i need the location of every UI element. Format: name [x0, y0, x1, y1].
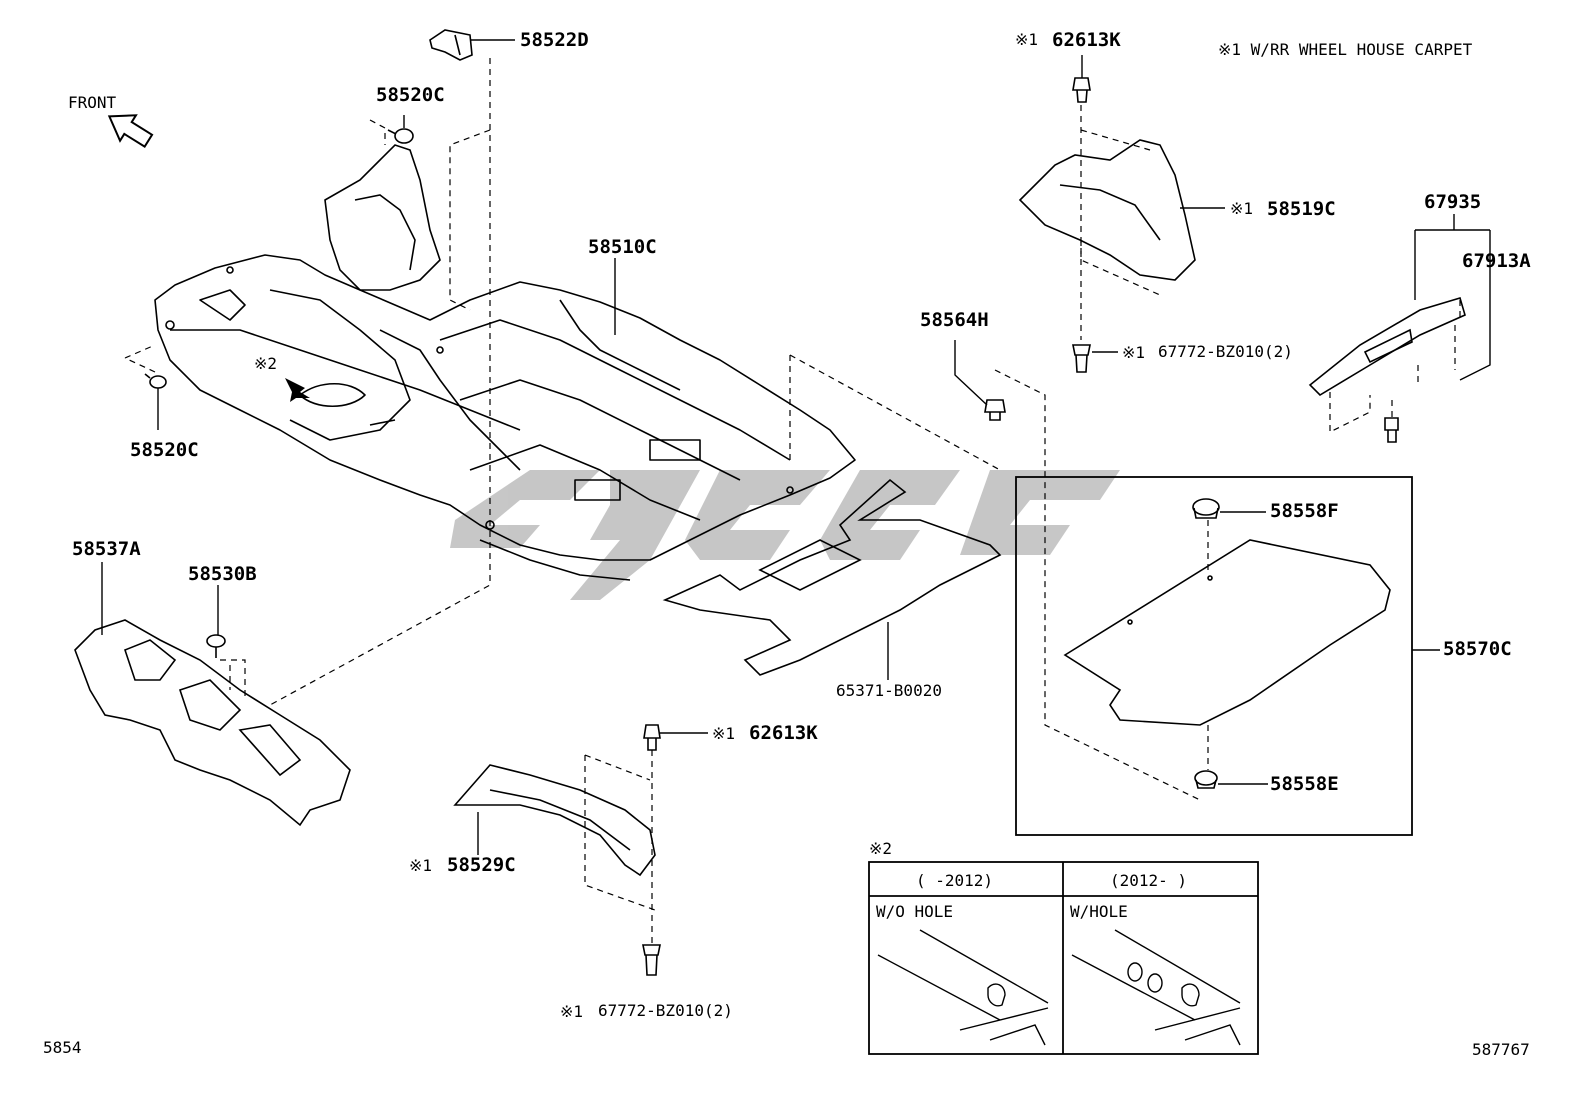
label-58564h: 58564H — [920, 309, 989, 331]
watermark-logo — [450, 470, 1120, 600]
marker-1-62613k-top: ※1 — [1015, 30, 1039, 49]
note-wheel-house: ※1 W/RR WHEEL HOUSE CARPET — [1218, 40, 1473, 59]
label-58537a: 58537A — [72, 538, 141, 560]
label-58519c: 58519C — [1267, 198, 1336, 220]
label-67772-bottom: 67772-BZ010(2) — [598, 1001, 733, 1020]
label-58522d: 58522D — [520, 29, 589, 51]
clip-67935 — [1384, 417, 1399, 443]
marker-1-67772-top: ※1 — [1122, 343, 1146, 362]
marker-1-62613k-mid: ※1 — [712, 724, 736, 743]
front-label: FRONT — [68, 93, 117, 112]
tunnel-insulator-58537a — [74, 619, 351, 827]
wheel-house-carpet-58519c — [1018, 139, 1196, 281]
luggage-mat-box — [1015, 476, 1413, 836]
clip-58530b — [206, 634, 226, 658]
label-58558e: 58558E — [1270, 773, 1339, 795]
clip-62613k-mid — [643, 724, 661, 751]
label-67935: 67935 — [1424, 191, 1482, 213]
label-58520c-left: 58520C — [130, 439, 199, 461]
clip-58520c-top — [387, 128, 414, 144]
clip-58564h — [984, 399, 1006, 421]
clip-58522d — [429, 29, 473, 61]
inset-col1-label: W/O HOLE — [876, 902, 954, 921]
wheel-house-carpet-58529c — [453, 764, 656, 877]
label-67772-top: 67772-BZ010(2) — [1158, 342, 1293, 361]
label-58510c: 58510C — [588, 236, 657, 258]
pointer-arrow-icon — [285, 378, 310, 402]
marker-2-floor: ※2 — [254, 354, 278, 373]
mat-65371-b0020 — [662, 478, 1002, 676]
clip-62613k-top — [1072, 77, 1091, 103]
inset-col1-header: ( -2012) — [916, 871, 994, 890]
label-58529c: 58529C — [447, 854, 516, 876]
grommet-58558f — [1192, 498, 1220, 519]
label-58558f: 58558F — [1270, 500, 1339, 522]
inset-left-drawing — [877, 929, 1049, 1046]
clip-58520c-left — [144, 373, 167, 389]
corner-code-right: 587767 — [1472, 1040, 1530, 1059]
label-67913a: 67913A — [1462, 250, 1531, 272]
clip-67772-top — [1072, 344, 1091, 373]
inset-marker: ※2 — [869, 839, 893, 858]
label-65371-b0020: 65371-B0020 — [836, 681, 942, 700]
marker-1-58519c: ※1 — [1230, 199, 1254, 218]
floor-carpet-58510c — [154, 254, 856, 581]
grommet-58558e — [1194, 770, 1218, 789]
corner-code-left: 5854 — [43, 1038, 82, 1057]
inset-col2-label: W/HOLE — [1070, 902, 1128, 921]
marker-1-67772-bottom: ※1 — [560, 1002, 584, 1021]
scuff-plate-67913a — [1308, 297, 1466, 397]
marker-1-58529c: ※1 — [409, 856, 433, 875]
label-62613k-mid: 62613K — [749, 722, 818, 744]
dash-silencer — [324, 144, 441, 291]
front-arrow-icon — [107, 114, 154, 149]
guide-lines — [124, 58, 1461, 945]
inset-right-drawing — [1071, 929, 1241, 1046]
label-62613k-top: 62613K — [1052, 29, 1121, 51]
label-58570c: 58570C — [1443, 638, 1512, 660]
luggage-mat-58570c — [1063, 539, 1391, 726]
leader-lines — [101, 39, 1491, 855]
clip-67772-bottom — [642, 944, 661, 976]
inset-col2-header: (2012- ) — [1110, 871, 1188, 890]
label-58520c-top: 58520C — [376, 84, 445, 106]
inset-table — [868, 861, 1259, 1055]
label-58530b: 58530B — [188, 563, 257, 585]
